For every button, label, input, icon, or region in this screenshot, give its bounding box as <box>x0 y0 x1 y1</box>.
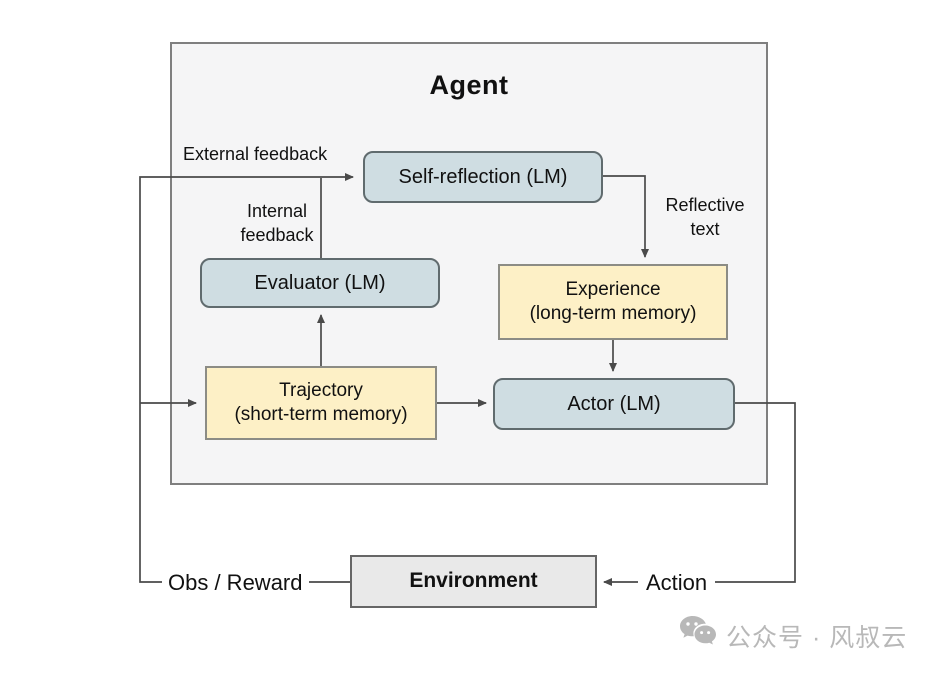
label-reflective-text-line1: Reflective <box>665 195 745 215</box>
node-self-reflection: Self-reflection (LM) <box>363 151 603 203</box>
node-environment-label: Environment <box>409 569 538 593</box>
wechat-icon <box>678 614 718 657</box>
label-external-feedback: External feedback <box>183 144 328 164</box>
label-internal-feedback-line2: feedback <box>240 225 314 246</box>
node-actor-label: Actor (LM) <box>567 392 661 415</box>
node-evaluator: Evaluator (LM) <box>200 258 440 308</box>
label-obs-reward: Obs / Reward <box>162 568 309 598</box>
agent-title: Agent <box>429 70 509 100</box>
node-experience-label: Experience <box>565 279 661 301</box>
label-reflective-text-line2: text <box>690 219 720 240</box>
label-internal-feedback: Internal feedback <box>227 199 327 248</box>
node-evaluator-label: Evaluator (LM) <box>254 271 386 294</box>
node-self-reflection-label: Self-reflection (LM) <box>398 165 568 188</box>
watermark: 公众号 · 风叔云 <box>678 614 907 657</box>
node-trajectory-label: Trajectory <box>279 380 363 402</box>
label-reflective-text: Reflective text <box>655 193 755 242</box>
node-experience-sublabel: (long-term memory) <box>529 303 697 324</box>
node-environment: Environment <box>350 555 597 608</box>
node-actor: Actor (LM) <box>493 378 735 430</box>
node-trajectory-sublabel: (short-term memory) <box>234 404 408 425</box>
label-internal-feedback-line1: Internal <box>246 201 308 221</box>
label-action: Action <box>638 568 716 598</box>
watermark-text: 公众号 · 风叔云 <box>726 623 908 652</box>
node-experience: Experience (long-term memory) <box>498 264 728 340</box>
node-trajectory: Trajectory (short-term memory) <box>205 366 437 440</box>
edge-reflective-text <box>603 175 649 258</box>
